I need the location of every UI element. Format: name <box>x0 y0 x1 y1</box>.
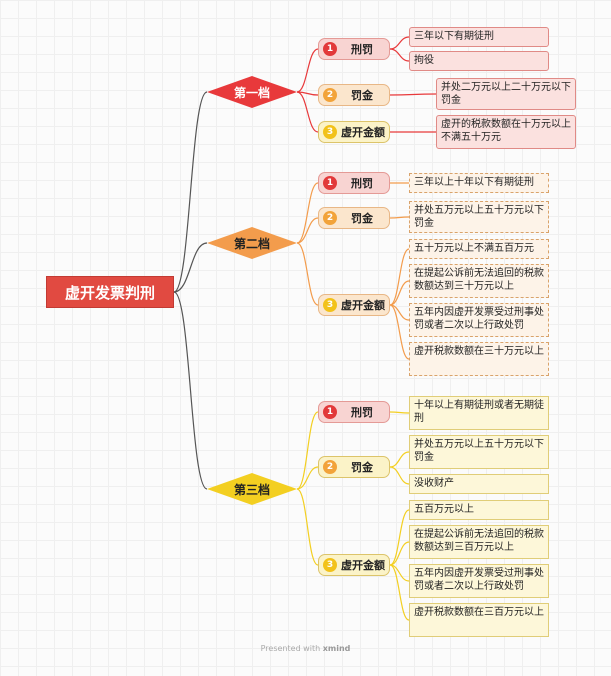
topic-label: 虚开金额 <box>341 299 385 312</box>
watermark-prefix: Presented with <box>260 644 321 653</box>
connector-line <box>389 280 410 306</box>
topic-label: 虚开金额 <box>341 126 385 139</box>
number-1-icon: 1 <box>323 42 337 56</box>
topic-label: 刑罚 <box>351 406 373 419</box>
tier-3-amount-topic[interactable]: 3 虚开金额 <box>318 554 390 576</box>
connector-line <box>389 451 410 468</box>
tier-2-amount-topic[interactable]: 3 虚开金额 <box>318 294 390 316</box>
topic-label: 罚金 <box>351 212 373 225</box>
number-1-icon: 1 <box>323 405 337 419</box>
tier-3-fine-detail[interactable]: 没收财产 <box>409 474 549 494</box>
connector-line <box>173 242 208 293</box>
number-1-icon: 1 <box>323 176 337 190</box>
tier-3-penalty-detail[interactable]: 十年以上有期徒刑或者无期徒刑 <box>409 396 549 430</box>
tier-2-fine-topic[interactable]: 2 罚金 <box>318 207 390 229</box>
tier-2-amount-detail[interactable]: 在提起公诉前无法追回的税款数额达到三十万元以上 <box>409 264 549 298</box>
number-2-icon: 2 <box>323 460 337 474</box>
watermark: Presented with xmind <box>0 644 611 653</box>
connector-line <box>296 91 319 133</box>
connector-line <box>389 304 410 360</box>
connector-line <box>389 509 410 566</box>
tier-1-penalty-topic[interactable]: 1 刑罚 <box>318 38 390 60</box>
connector-line <box>296 242 319 306</box>
connector-line <box>389 541 410 566</box>
connector-line <box>389 216 410 219</box>
tier-3-fine-detail[interactable]: 并处五万元以上五十万元以下罚金 <box>409 435 549 469</box>
tier-2-fine-detail[interactable]: 并处五万元以上五十万元以下罚金 <box>409 201 549 233</box>
topic-label: 罚金 <box>351 461 373 474</box>
watermark-brand: xmind <box>322 644 351 653</box>
tier-2-amount-detail[interactable]: 五年内因虚开发票受过刑事处罚或者二次以上行政处罚 <box>409 303 549 337</box>
tier-3-amount-detail[interactable]: 五百万元以上 <box>409 500 549 520</box>
tier-1-amount-detail[interactable]: 虚开的税款数额在十万元以上不满五十万元 <box>436 115 576 149</box>
number-3-icon: 3 <box>323 125 337 139</box>
tier-3-amount-detail[interactable]: 虚开税款数额在三百万元以上 <box>409 603 549 637</box>
connector-line <box>173 291 208 490</box>
number-3-icon: 3 <box>323 298 337 312</box>
connector-line <box>389 93 437 96</box>
tier-3-fine-topic[interactable]: 2 罚金 <box>318 456 390 478</box>
root-topic[interactable]: 虚开发票判刑 <box>46 276 174 308</box>
connector-line <box>296 217 319 244</box>
connector-line <box>173 91 208 293</box>
tier-2-penalty-detail[interactable]: 三年以上十年以下有期徒刑 <box>409 173 549 193</box>
tier-1-penalty-detail[interactable]: 拘役 <box>409 51 549 71</box>
topic-label: 刑罚 <box>351 43 373 56</box>
topic-label: 刑罚 <box>351 177 373 190</box>
tier-2-amount-detail[interactable]: 虚开税款数额在三十万元以上 <box>409 342 549 376</box>
tier-2-penalty-topic[interactable]: 1 刑罚 <box>318 172 390 194</box>
connector-line <box>389 248 410 306</box>
connector-line <box>389 36 410 50</box>
tier-2-amount-detail[interactable]: 五十万元以上不满五百万元 <box>409 239 549 259</box>
connector-line <box>389 466 410 485</box>
connector-line <box>296 48 319 93</box>
topic-label: 罚金 <box>351 89 373 102</box>
connector-line <box>389 48 410 62</box>
number-2-icon: 2 <box>323 211 337 225</box>
number-2-icon: 2 <box>323 88 337 102</box>
tier-3-amount-detail[interactable]: 五年内因虚开发票受过刑事处罚或者二次以上行政处罚 <box>409 564 549 598</box>
tier-3-amount-detail[interactable]: 在提起公诉前无法追回的税款数额达到三百万元以上 <box>409 525 549 559</box>
connector-line <box>389 564 410 621</box>
topic-label: 虚开金额 <box>341 559 385 572</box>
tier-1-fine-topic[interactable]: 2 罚金 <box>318 84 390 106</box>
tier-1-fine-detail[interactable]: 并处二万元以上二十万元以下罚金 <box>436 78 576 110</box>
tier-1-amount-topic[interactable]: 3 虚开金额 <box>318 121 390 143</box>
connector-line <box>296 182 319 244</box>
tier-3-penalty-topic[interactable]: 1 刑罚 <box>318 401 390 423</box>
tier-1-penalty-detail[interactable]: 三年以下有期徒刑 <box>409 27 549 47</box>
connector-line <box>296 488 319 566</box>
connector-line <box>296 411 319 490</box>
number-3-icon: 3 <box>323 558 337 572</box>
connector-line <box>296 466 319 490</box>
connector-line <box>389 411 410 414</box>
